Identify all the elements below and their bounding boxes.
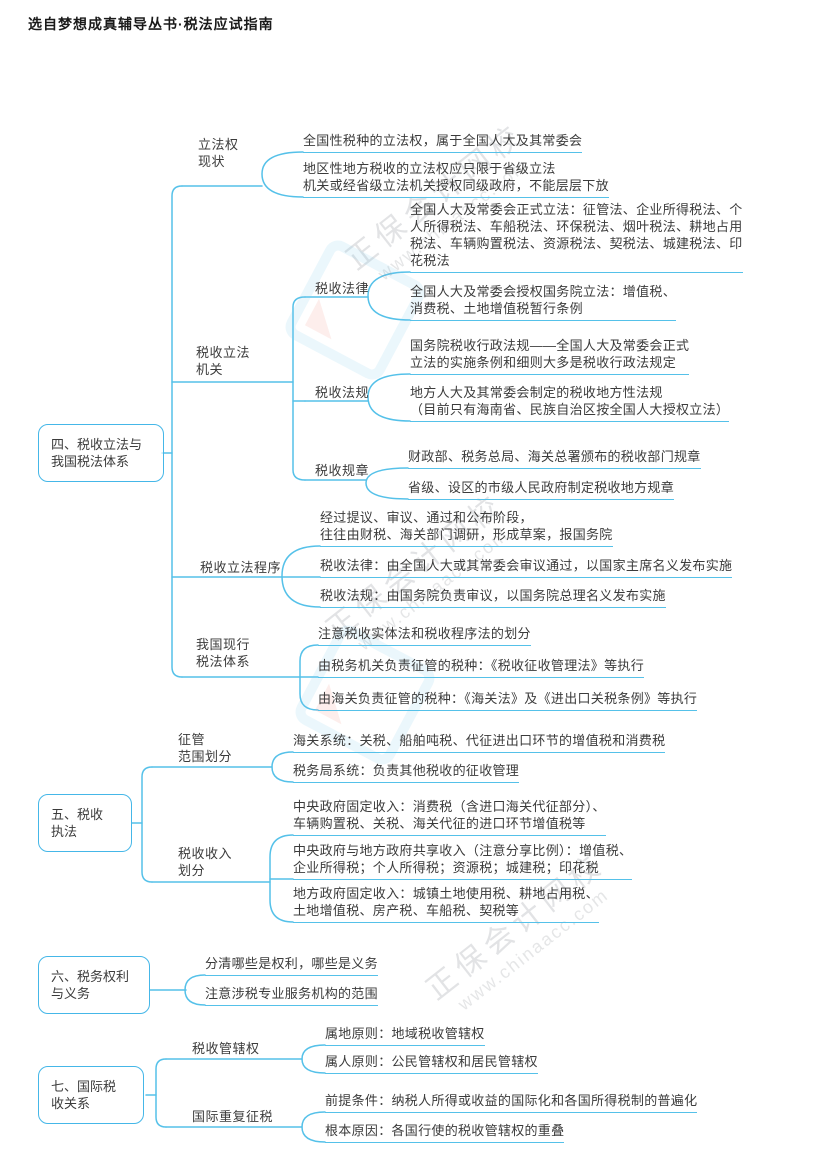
leaf-note: 经过提议、审议、通过和公布阶段， 往往由财税、海关部门调研，形成草案，报国务院 — [320, 509, 613, 547]
leaf-note: 由海关负责征管的税种：《海关法》及《进出口关税条例》等执行 — [318, 690, 698, 711]
group-label-tax-rules: 税收规章 — [315, 463, 370, 478]
branch-label-collection-scope: 征管 范围划分 — [178, 732, 233, 764]
root-node-tax-legislation: 四、税收立法与 我国税法体系 — [38, 424, 164, 482]
branch-label-legislative-procedure: 税收立法程序 — [200, 560, 282, 575]
leaf-note: 注意涉税专业服务机构的范围 — [205, 985, 378, 1006]
leaf-note: 前提条件：纳税人所得或收益的国际化和各国所得税制的普遍化 — [325, 1092, 698, 1113]
branch-label-double-taxation: 国际重复征税 — [192, 1109, 274, 1124]
branch-label-legislative-organs: 税收立法 机关 — [196, 345, 251, 377]
page-title: 选自梦想成真辅导丛书·税法应试指南 — [28, 16, 274, 32]
branch-label-legislative-power-status: 立法权 现状 — [198, 137, 239, 169]
root-node-international-tax: 七、国际税 收关系 — [38, 1066, 144, 1124]
leaf-note: 地方政府固定收入：城镇土地使用税、耕地占用税、 土地增值税、房产税、车船税、契税… — [293, 885, 599, 923]
group-label-tax-regulations: 税收法规 — [315, 385, 370, 400]
leaf-note: 海关系统：关税、船舶吨税、代征进出口环节的增值税和消费税 — [293, 732, 666, 753]
root-node-rights-obligations: 六、税务权利 与义务 — [38, 956, 150, 1014]
branch-label-tax-jurisdiction: 税收管辖权 — [192, 1041, 260, 1056]
leaf-note: 税收法律：由全国人大或其常委会审议通过，以国家主席名义发布实施 — [320, 557, 733, 578]
leaf-note: 由税务机关负责征管的税种：《税收征收管理法》等执行 — [318, 657, 645, 678]
leaf-note: 地区性地方税收的立法权应只限于省级立法 机关或经省级立法机关授权同级政府，不能层… — [303, 160, 609, 198]
leaf-note: 属地原则：地域税收管辖权 — [325, 1025, 485, 1046]
leaf-note: 中央政府固定收入：消费税（含进口海关代征部分）、 车辆购置税、关税、海关代征的进… — [293, 798, 606, 836]
group-label-tax-laws: 税收法律 — [315, 281, 370, 296]
leaf-note: 中央政府与地方政府共享收入（注意分享比例）：增值税、 企业所得税；个人所得税；资… — [293, 842, 633, 880]
leaf-note: 注意税收实体法和税收程序法的划分 — [318, 625, 531, 646]
leaf-note: 属人原则：公民管辖权和居民管辖权 — [325, 1053, 538, 1074]
root-node-tax-enforcement: 五、税收 执法 — [38, 794, 132, 852]
leaf-note: 全国人大及常委会授权国务院立法：增值税、 消费税、土地增值税暂行条例 — [410, 283, 677, 321]
leaf-note: 分清哪些是权利，哪些是义务 — [205, 955, 378, 976]
leaf-note: 税务局系统：负责其他税收的征收管理 — [293, 762, 520, 783]
leaf-note: 全国性税种的立法权，属于全国人大及其常委会 — [303, 132, 583, 153]
leaf-note: 全国人大及常委会正式立法：征管法、企业所得税法、个 人所得税法、车船税法、环保税… — [410, 201, 743, 273]
leaf-note: 根本原因：各国行使的税收管辖权的重叠 — [325, 1122, 565, 1143]
leaf-note: 省级、设区的市级人民政府制定税收地方规章 — [408, 479, 675, 500]
branch-label-current-tax-system: 我国现行 税法体系 — [196, 637, 251, 669]
leaf-note: 地方人大及其常委会制定的税收地方性法规 （目前只有海南省、民族自治区按全国人大授… — [410, 384, 730, 422]
branch-label-revenue-division: 税收收入 划分 — [178, 846, 233, 878]
leaf-note: 税收法规：由国务院负责审议，以国务院总理名义发布实施 — [320, 587, 666, 608]
leaf-note: 国务院税收行政法规——全国人大及常委会正式 立法的实施条例和细则大多是税收行政法… — [410, 337, 690, 375]
leaf-note: 财政部、税务总局、海关总署颁布的税收部门规章 — [408, 448, 701, 469]
